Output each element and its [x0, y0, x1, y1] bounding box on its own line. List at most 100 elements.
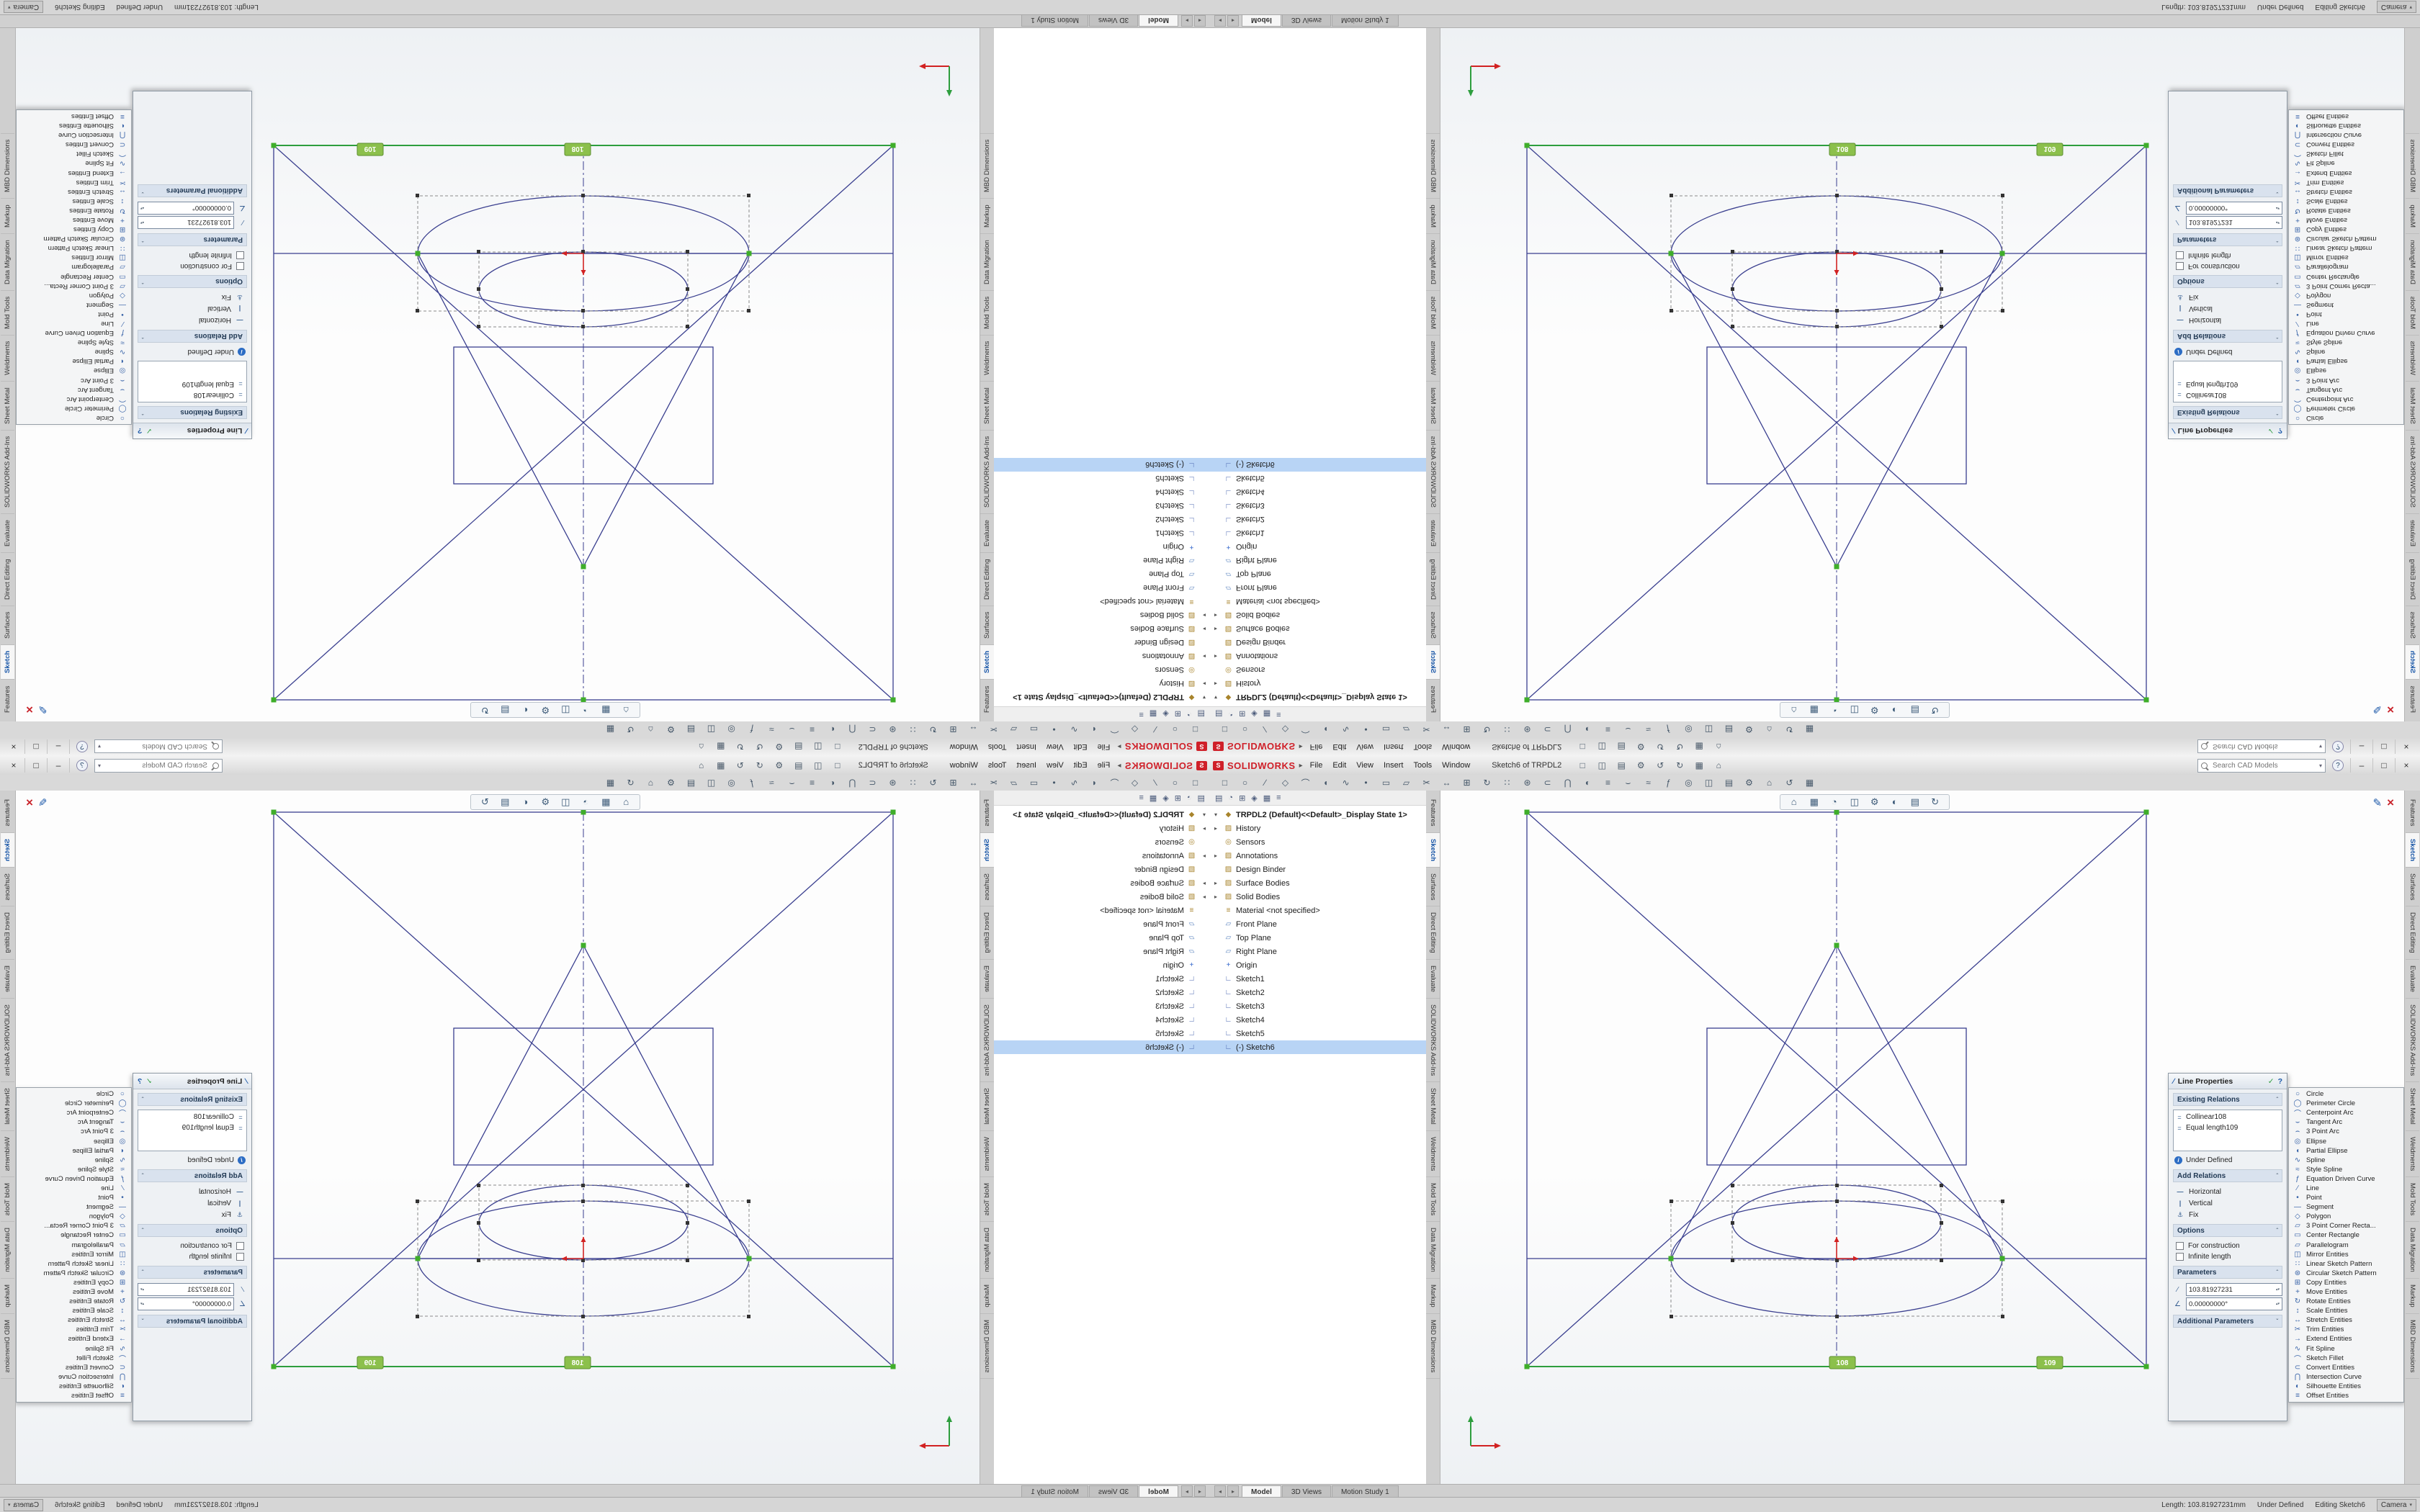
toolbar-icon[interactable]: ◖ — [1322, 724, 1329, 734]
spinner-icon[interactable]: ▴▾ — [140, 206, 145, 210]
sketch-tool-item[interactable]: ▭ Center Rectangle — [2289, 272, 2403, 282]
menu-item[interactable]: Tools — [1413, 742, 1433, 751]
view-toolbar-icon[interactable]: ◐ — [1891, 796, 1898, 807]
feature-tree-item[interactable]: ∟ Sketch1 — [1210, 972, 1426, 986]
search-input[interactable] — [2211, 742, 2316, 752]
sketch-tool-item[interactable]: ∿ Spline — [2289, 347, 2403, 356]
toolbar-icon[interactable]: • — [1052, 724, 1056, 734]
sketch-tool-item[interactable]: ▱ 3 Point Corner Recta... — [17, 282, 131, 291]
options-header[interactable]: Options ˆ — [2173, 275, 2282, 288]
view-toolbar-icon[interactable]: ◐ — [522, 705, 529, 716]
search-input[interactable] — [2211, 760, 2316, 770]
feature-tree-item[interactable]: ▱ Right Plane — [994, 945, 1210, 958]
add-relation-button[interactable]: — Horizontal — [2173, 1186, 2282, 1197]
sketch-tool-item[interactable]: ◯ Perimeter Circle — [2289, 1099, 2403, 1108]
camera-dropdown[interactable]: Camera ▾ — [4, 1498, 44, 1511]
add-relation-button[interactable]: | Vertical — [138, 303, 247, 315]
feature-tree-item[interactable]: ▾ ◆ TRPDL2 (Default)<<Default>_Display S… — [1210, 808, 1426, 822]
view-toolbar-icon[interactable]: ◫ — [1850, 796, 1859, 807]
view-toolbar-icon[interactable]: ⌂ — [1791, 796, 1797, 807]
checkbox[interactable] — [2176, 1253, 2184, 1261]
toolbar-icon[interactable]: ∕ — [1264, 778, 1266, 788]
toolbar-icon[interactable]: ○ — [1242, 724, 1248, 734]
sketch-tool-item[interactable]: ○ Circle — [2289, 413, 2403, 423]
collapse-chevron-icon[interactable]: ˆ — [2276, 1172, 2278, 1179]
document-tab[interactable]: Motion Study 1 — [1021, 14, 1089, 27]
toolbar-icon[interactable]: ⊂ — [869, 724, 877, 734]
commandmanager-tab[interactable]: Direct Editing — [2406, 552, 2419, 606]
toolbar-icon[interactable]: ∷ — [1504, 724, 1510, 734]
toolbar-icon[interactable]: ⌣ — [1625, 724, 1631, 735]
option-row[interactable]: For construction — [138, 261, 247, 271]
vertex-markers[interactable] — [1524, 809, 2149, 1369]
commandmanager-tab[interactable]: Direct Editing — [1426, 906, 1440, 960]
toolbar-icon[interactable]: □ — [1222, 724, 1228, 734]
commandmanager-tab[interactable]: Markup — [1426, 198, 1440, 234]
window-control-button[interactable]: × — [2395, 758, 2417, 773]
option-row[interactable]: For construction — [2173, 1241, 2282, 1251]
feature-manager-tab-icon[interactable]: ▤ — [1215, 709, 1223, 719]
toolbar-icon[interactable]: ◇ — [1131, 724, 1139, 734]
feature-manager-tab-icon[interactable]: ▦ — [1263, 709, 1271, 719]
sketch-tool-item[interactable]: ◖ Partial Ellipse — [17, 1146, 131, 1156]
logo-expand-arrow-icon[interactable]: ▸ — [1117, 742, 1121, 751]
view-toolbar-icon[interactable]: ⚙ — [541, 796, 550, 807]
tab-scroll-arrow-icon[interactable]: ▸ — [1181, 15, 1193, 27]
commandmanager-tab[interactable]: Sheet Metal — [2406, 1082, 2419, 1131]
commandmanager-tab[interactable]: Weldments — [980, 335, 994, 382]
commandmanager-tab[interactable]: Markup — [980, 198, 994, 234]
feature-manager-tab-icon[interactable]: ▦ — [1149, 793, 1157, 803]
sketch-tool-item[interactable]: ⊛ Circular Sketch Pattern — [17, 234, 131, 243]
view-toolbar-icon[interactable]: ◔ — [583, 705, 589, 716]
feature-manager-tab-icon[interactable]: ⊞ — [1174, 709, 1181, 719]
sketch-tool-item[interactable]: ≈ Style Spline — [17, 1165, 131, 1174]
menu-item[interactable]: Insert — [1383, 742, 1404, 751]
feature-manager-tab-icon[interactable]: ⊞ — [1239, 793, 1246, 803]
feature-tree-item[interactable]: ▨ Design Binder — [1210, 636, 1426, 649]
commandmanager-tab[interactable]: Surfaces — [1, 867, 14, 907]
toolbar-icon[interactable]: ◫ — [1704, 778, 1713, 788]
window-control-button[interactable]: – — [2350, 758, 2372, 773]
sketch-tool-item[interactable]: ∷ Linear Sketch Pattern — [2289, 1259, 2403, 1269]
window-control-button[interactable]: □ — [2372, 758, 2395, 773]
sketch-tool-item[interactable]: ◐ Silhouette Entities — [2289, 1382, 2403, 1391]
graphics-area[interactable]: 108 109 ⌂▦◔◫⚙◐▤↻ ✎ × — [16, 27, 980, 721]
commandmanager-tab[interactable]: Surfaces — [2406, 868, 2419, 907]
feature-manager-tab-icon[interactable]: ▤ — [1197, 709, 1205, 719]
toolbar-icon[interactable]: ◎ — [727, 724, 735, 734]
sketch-tool-item[interactable]: ⌒ Centerpoint Arc — [17, 1108, 131, 1117]
menu-item[interactable]: File — [1097, 761, 1111, 770]
view-toolbar-icon[interactable]: ◔ — [1831, 796, 1837, 807]
window-control-button[interactable]: × — [3, 739, 25, 754]
feature-manager-tab-icon[interactable]: ≡ — [1276, 793, 1281, 802]
menu-item[interactable]: File — [1309, 761, 1323, 770]
collapse-chevron-icon[interactable]: ˆ — [2276, 409, 2278, 416]
sketch-tool-item[interactable]: ⌒ Sketch Fillet — [17, 149, 131, 158]
commandmanager-tab[interactable]: Surfaces — [1426, 605, 1440, 645]
sketch-tool-item[interactable]: ▱ 3 Point Corner Recta... — [17, 1221, 131, 1230]
search-box[interactable]: ▾ — [94, 758, 223, 773]
commandmanager-tab[interactable]: Sheet Metal — [1, 381, 14, 431]
feature-tree-item[interactable]: + Origin — [994, 540, 1210, 554]
menu-item[interactable]: View — [1047, 742, 1064, 751]
toolbar-icon[interactable]: ƒ — [749, 778, 754, 788]
commandmanager-tab[interactable]: Features — [980, 679, 994, 719]
toolbar-icon[interactable]: ⋂ — [1564, 724, 1572, 734]
toolbar-icon[interactable]: ↻ — [1483, 778, 1491, 788]
search-box[interactable]: ▾ — [94, 739, 223, 754]
commandmanager-tab[interactable]: Sketch — [2406, 644, 2419, 680]
sketch-tool-item[interactable]: ∷ Linear Sketch Pattern — [17, 1259, 131, 1269]
expand-chevron-icon[interactable]: ˇ — [2276, 187, 2278, 194]
sketch-tool-item[interactable]: ↕ Scale Entities — [17, 1306, 131, 1315]
sketch-tool-item[interactable]: ⌢ 3 Point Arc — [2289, 1127, 2403, 1136]
commandmanager-tab[interactable]: SOLIDWORKS Add-Ins — [2406, 430, 2419, 514]
menu-item[interactable]: Window — [949, 761, 978, 770]
commandmanager-tab[interactable]: SOLIDWORKS Add-Ins — [1, 998, 14, 1082]
sketch-tool-item[interactable]: ◫ Mirror Entities — [2289, 253, 2403, 262]
feature-tree-item[interactable]: ∟ Sketch1 — [994, 526, 1210, 540]
toolbar-icon[interactable]: ▤ — [1724, 778, 1734, 788]
sketch-tool-item[interactable]: ≡ Offset Entities — [17, 1391, 131, 1400]
collapse-chevron-icon[interactable]: ˆ — [2276, 1096, 2278, 1103]
toolbar-icon[interactable]: ◖ — [1091, 724, 1098, 734]
view-toolbar-icon[interactable]: ↻ — [1931, 705, 1940, 716]
